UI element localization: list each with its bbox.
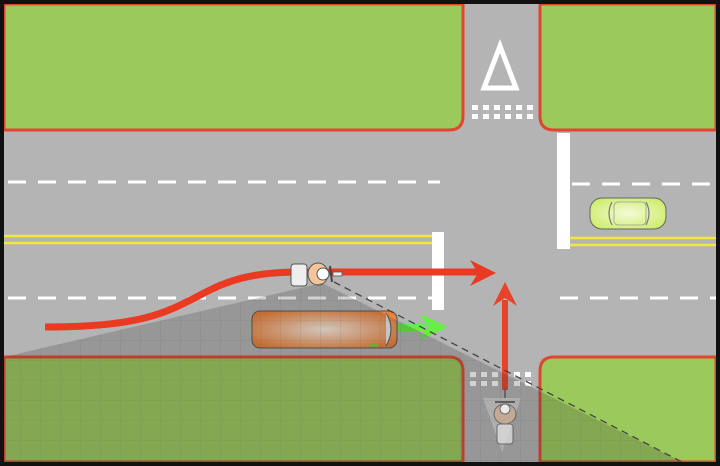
yield-line-top [472, 105, 533, 119]
center-lines [4, 234, 716, 247]
motorcycle-path-arrow [44, 260, 496, 331]
grass-top-left [2, 2, 465, 132]
lane-dashes [8, 180, 716, 300]
sight-line [333, 281, 683, 463]
bus-direction-arrow [398, 314, 448, 340]
grass-top-right [538, 2, 718, 132]
yield-sign-icon [480, 38, 520, 91]
car-icon [589, 197, 667, 230]
motorcycle-icon [493, 388, 517, 445]
stop-bar-right [557, 133, 570, 249]
